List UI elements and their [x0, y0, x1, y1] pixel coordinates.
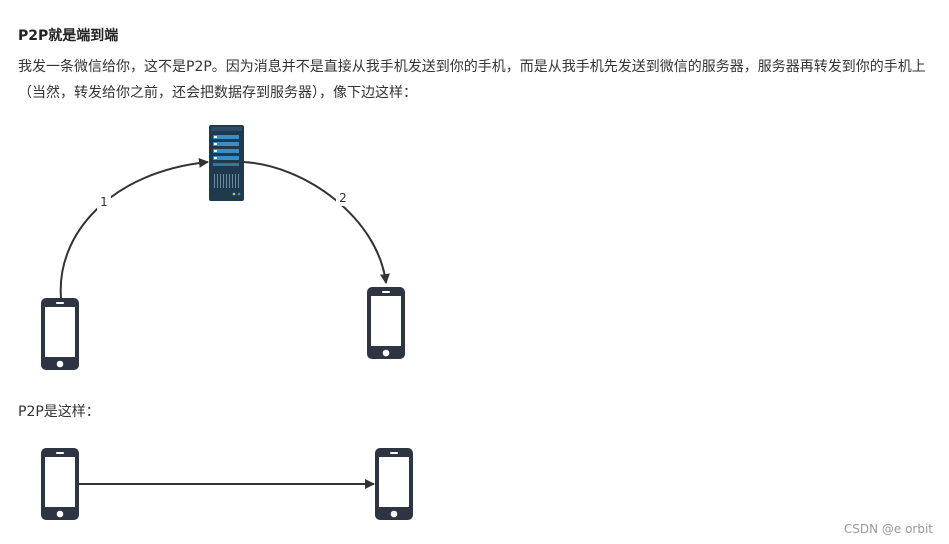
phone-icon	[367, 287, 405, 359]
watermark: CSDN @e orbit	[843, 522, 933, 536]
phone-icon	[375, 448, 413, 520]
edge-phone-to-server	[59, 157, 209, 299]
intro-paragraph: 我发一条微信给你，这不是P2P。因为消息并不是直接从我手机发送到你的手机，而是从…	[18, 59, 926, 101]
edge-server-to-phone	[242, 161, 390, 284]
p2p-intro-text: P2P是这样：	[18, 404, 100, 420]
edge-2-label: 2	[339, 191, 347, 205]
section-heading: P2P就是端到端	[18, 28, 119, 44]
edge-1-label: 1	[100, 195, 108, 209]
phone-icon	[41, 448, 79, 520]
server-icon	[209, 125, 244, 201]
phone-icon	[41, 298, 79, 370]
